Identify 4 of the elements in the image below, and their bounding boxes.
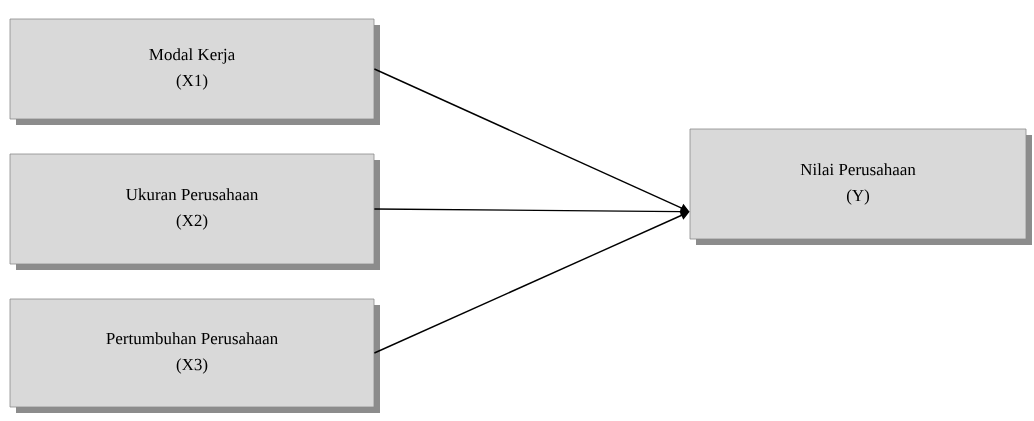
- variable-box: Pertumbuhan Perusahaan (X3): [9, 298, 380, 413]
- variable-box: Nilai Perusahaan (Y): [689, 128, 1032, 245]
- variable-box: Ukuran Perusahaan (X2): [9, 153, 380, 270]
- variable-box: Modal Kerja (X1): [9, 18, 380, 125]
